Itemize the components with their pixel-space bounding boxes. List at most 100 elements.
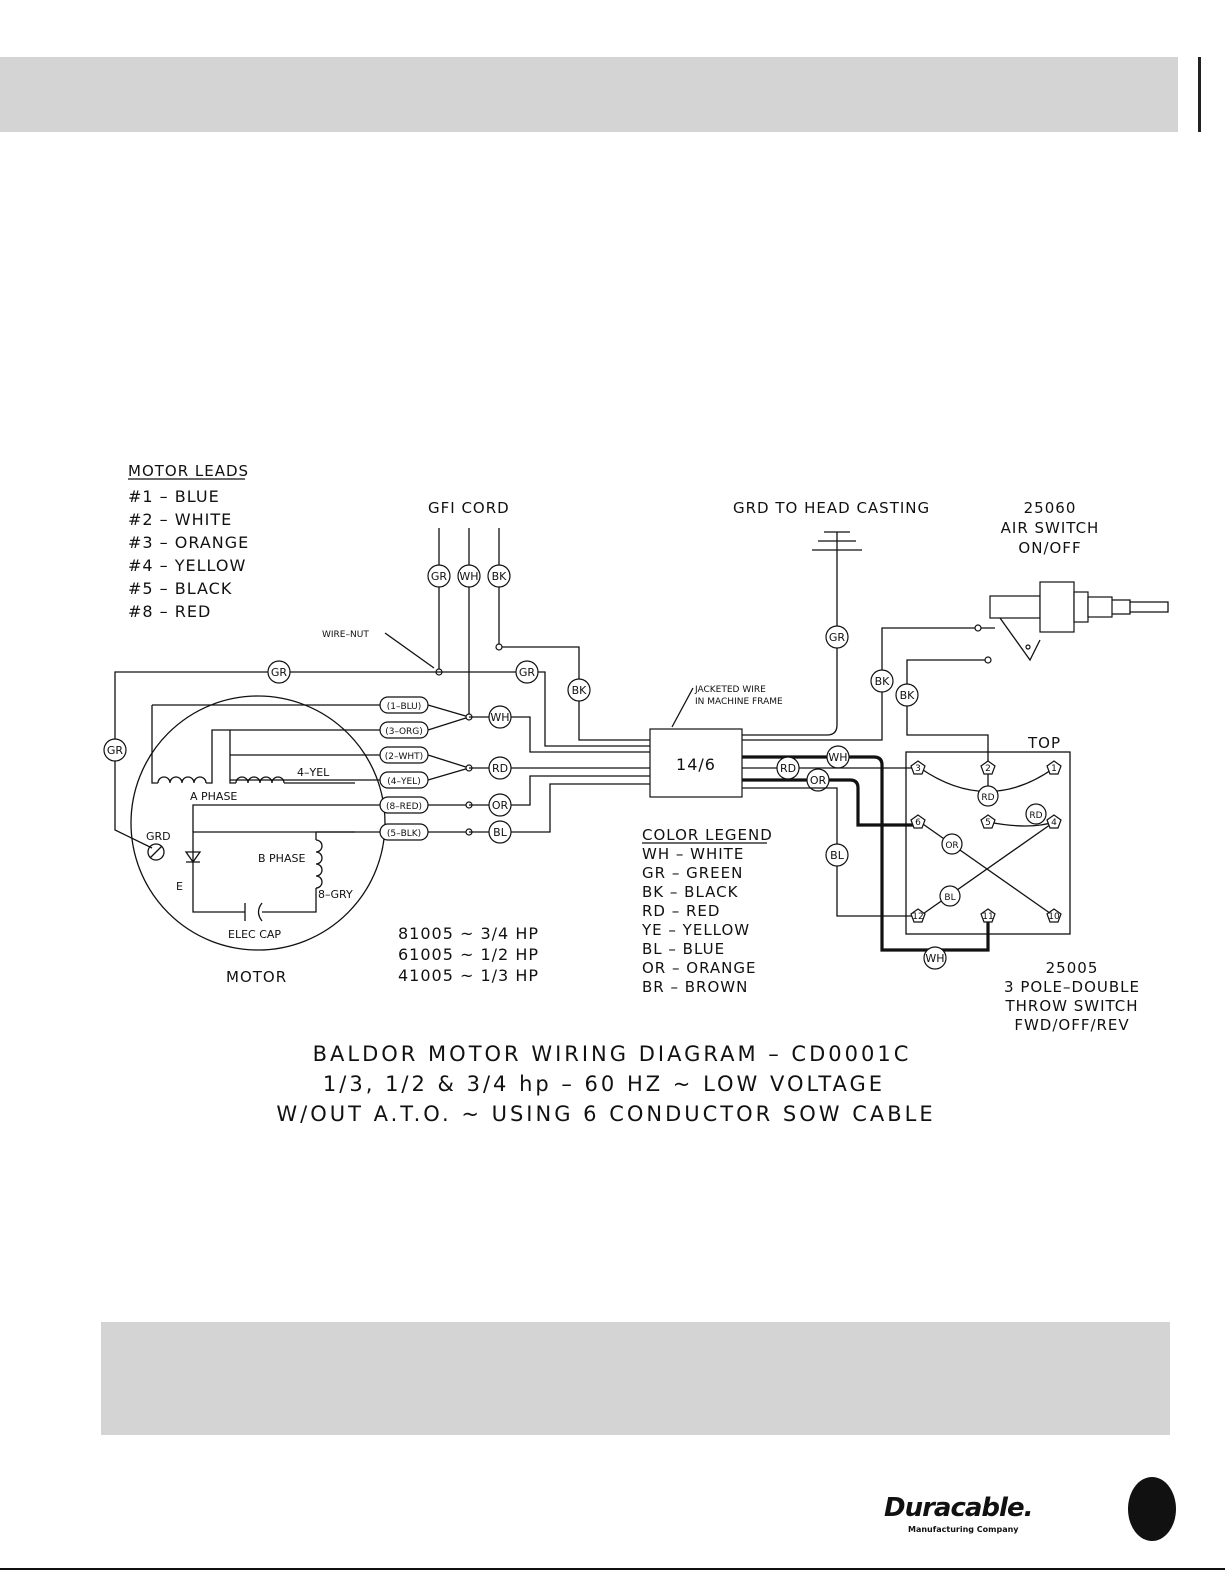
motor: A PHASE 4–YEL B PHASE 8–GRY E ELEC CAP G… <box>130 695 386 986</box>
gfi-tag-gr: GR <box>431 570 448 583</box>
switch-line-1: 3 POLE–DOUBLE <box>1004 978 1140 996</box>
jacket-label-2: IN MACHINE FRAME <box>695 697 783 707</box>
rd-main-tag: RD <box>492 762 508 775</box>
or-out-tag: OR <box>810 774 827 787</box>
legend-ye: YE – YELLOW <box>641 921 750 939</box>
air-switch-name: AIR SWITCH <box>1001 519 1100 537</box>
lead-tag-8red: (8–RED) <box>386 802 422 812</box>
lead-tag-4yel: (4–YEL) <box>387 777 420 787</box>
or-main-tag: OR <box>492 799 509 812</box>
ground-tag: GR <box>829 631 846 644</box>
lead-tag-5blk: (5–BLK) <box>387 829 421 839</box>
gr-motor-tag: GR <box>107 744 124 757</box>
ground-label: GRD TO HEAD CASTING <box>733 499 930 517</box>
header-edge-mark <box>1198 57 1201 132</box>
gry-label: 8–GRY <box>318 888 353 901</box>
model-81005: 81005 ~ 3/4 HP <box>398 924 539 943</box>
grd-label: GRD <box>146 830 171 843</box>
inner-tag-rd-right: RD <box>1029 811 1042 821</box>
duracable-logo: Duracable. Manufacturing Company <box>884 1493 1034 1539</box>
legend-br: BR – BROWN <box>642 978 748 996</box>
bk-a-tag: BK <box>875 675 891 688</box>
title-line-3: W/OUT A.T.O. ~ USING 6 CONDUCTOR SOW CAB… <box>276 1102 935 1126</box>
legend-bk: BK – BLACK <box>642 883 739 901</box>
e-label: E <box>176 880 183 893</box>
motor-lead-5: #5 – BLACK <box>128 579 232 598</box>
gr-loop-tag: GR <box>271 666 288 679</box>
three-pole-switch: TOP 3 2 1 6 5 4 12 11 10 RD RD OR BL 25 <box>905 734 1140 1034</box>
lead-tag-2wht: (2–WHT) <box>385 752 423 762</box>
switch-line-2: THROW SWITCH <box>1004 997 1138 1015</box>
gfi-cord: GFI CORD GR WH BK <box>427 499 511 715</box>
terminal-1: 1 <box>1051 764 1057 774</box>
gfi-tag-bk: BK <box>492 570 508 583</box>
legend-gr: GR – GREEN <box>642 864 743 882</box>
motor-leads-heading: MOTOR LEADS <box>128 462 249 480</box>
gfi-tag-wh: WH <box>459 570 478 583</box>
motor-lead-tags: (1–BLU) (3–ORG) (2–WHT) (4–YEL) (8–RED) … <box>379 696 429 841</box>
lead-tag-1blu: (1–BLU) <box>387 702 422 712</box>
terminal-3: 3 <box>915 764 921 774</box>
footer-band <box>101 1322 1170 1435</box>
terminal-5: 5 <box>985 818 991 828</box>
inner-tag-or: OR <box>945 841 958 851</box>
page-number-badge <box>1128 1477 1176 1541</box>
terminal-6: 6 <box>915 818 921 828</box>
air-switch: 25060 AIR SWITCH ON/OFF <box>989 499 1169 662</box>
diagram-title: BALDOR MOTOR WIRING DIAGRAM – CD0001C 1/… <box>276 1042 935 1126</box>
color-legend: COLOR LEGEND WH – WHITE GR – GREEN BK – … <box>641 826 773 996</box>
title-line-1: BALDOR MOTOR WIRING DIAGRAM – CD0001C <box>313 1042 912 1066</box>
terminal-11: 11 <box>982 912 993 922</box>
legend-bl: BL – BLUE <box>642 940 725 958</box>
switch-line-3: FWD/OFF/REV <box>1014 1016 1129 1034</box>
wire-nut-label: WIRE–NUT <box>322 630 369 640</box>
legend-or: OR – ORANGE <box>642 959 756 977</box>
bk-b-tag: BK <box>900 689 916 702</box>
motor-lead-3: #3 – ORANGE <box>128 533 249 552</box>
logo-wordmark: Duracable. <box>884 1493 1033 1523</box>
elec-cap-label: ELEC CAP <box>228 928 281 941</box>
header-band <box>0 57 1178 132</box>
gfi-cord-label: GFI CORD <box>428 499 510 517</box>
wh-bottom-tag: WH <box>925 952 944 965</box>
model-41005: 41005 ~ 1/3 HP <box>398 966 539 985</box>
motor-label: MOTOR <box>226 968 287 986</box>
switch-part: 25005 <box>1046 959 1099 977</box>
footer-rule <box>0 1568 1225 1570</box>
bl-main-tag: BL <box>493 826 508 839</box>
air-switch-mode: ON/OFF <box>1018 539 1081 557</box>
motor-leads: MOTOR LEADS #1 – BLUE #2 – WHITE #3 – OR… <box>128 462 249 621</box>
gr-jacket-tag: GR <box>519 666 536 679</box>
bl-out-tag: BL <box>830 849 845 862</box>
jacket-box: 14/6 JACKETED WIRE IN MACHINE FRAME <box>649 685 783 798</box>
lead-tag-3org: (3–ORG) <box>385 727 423 737</box>
title-line-2: 1/3, 1/2 & 3/4 hp – 60 HZ ~ LOW VOLTAGE <box>323 1072 885 1096</box>
terminal-12: 12 <box>912 912 923 922</box>
inner-tag-bl: BL <box>944 893 955 903</box>
terminal-4: 4 <box>1051 818 1057 828</box>
legend-wh: WH – WHITE <box>642 845 744 863</box>
bk-main-tag: BK <box>572 684 588 697</box>
air-switch-part: 25060 <box>1024 499 1077 517</box>
motor-lead-2: #2 – WHITE <box>128 510 232 529</box>
terminal-10: 10 <box>1048 912 1060 922</box>
motor-lead-4: #4 – YELLOW <box>128 556 246 575</box>
terminal-2: 2 <box>985 764 991 774</box>
color-legend-heading: COLOR LEGEND <box>642 826 773 844</box>
model-list: 81005 ~ 3/4 HP 61005 ~ 1/2 HP 41005 ~ 1/… <box>398 924 539 985</box>
logo-subtitle: Manufacturing Company <box>908 1525 1019 1534</box>
a-phase-label: A PHASE <box>190 790 237 803</box>
inner-tag-rd-top: RD <box>981 793 994 803</box>
cable-label: 14/6 <box>676 755 716 774</box>
model-61005: 61005 ~ 1/2 HP <box>398 945 539 964</box>
wh-main-tag: WH <box>490 711 509 724</box>
motor-lead-8: #8 – RED <box>128 602 211 621</box>
motor-lead-1: #1 – BLUE <box>128 487 220 506</box>
jacket-label-1: JACKETED WIRE <box>694 685 766 695</box>
switch-top-label: TOP <box>1027 734 1061 752</box>
head-casting-ground: GRD TO HEAD CASTING GR <box>733 499 930 736</box>
legend-rd: RD – RED <box>642 902 720 920</box>
rd-out-tag: RD <box>780 762 796 775</box>
b-phase-label: B PHASE <box>258 852 305 865</box>
